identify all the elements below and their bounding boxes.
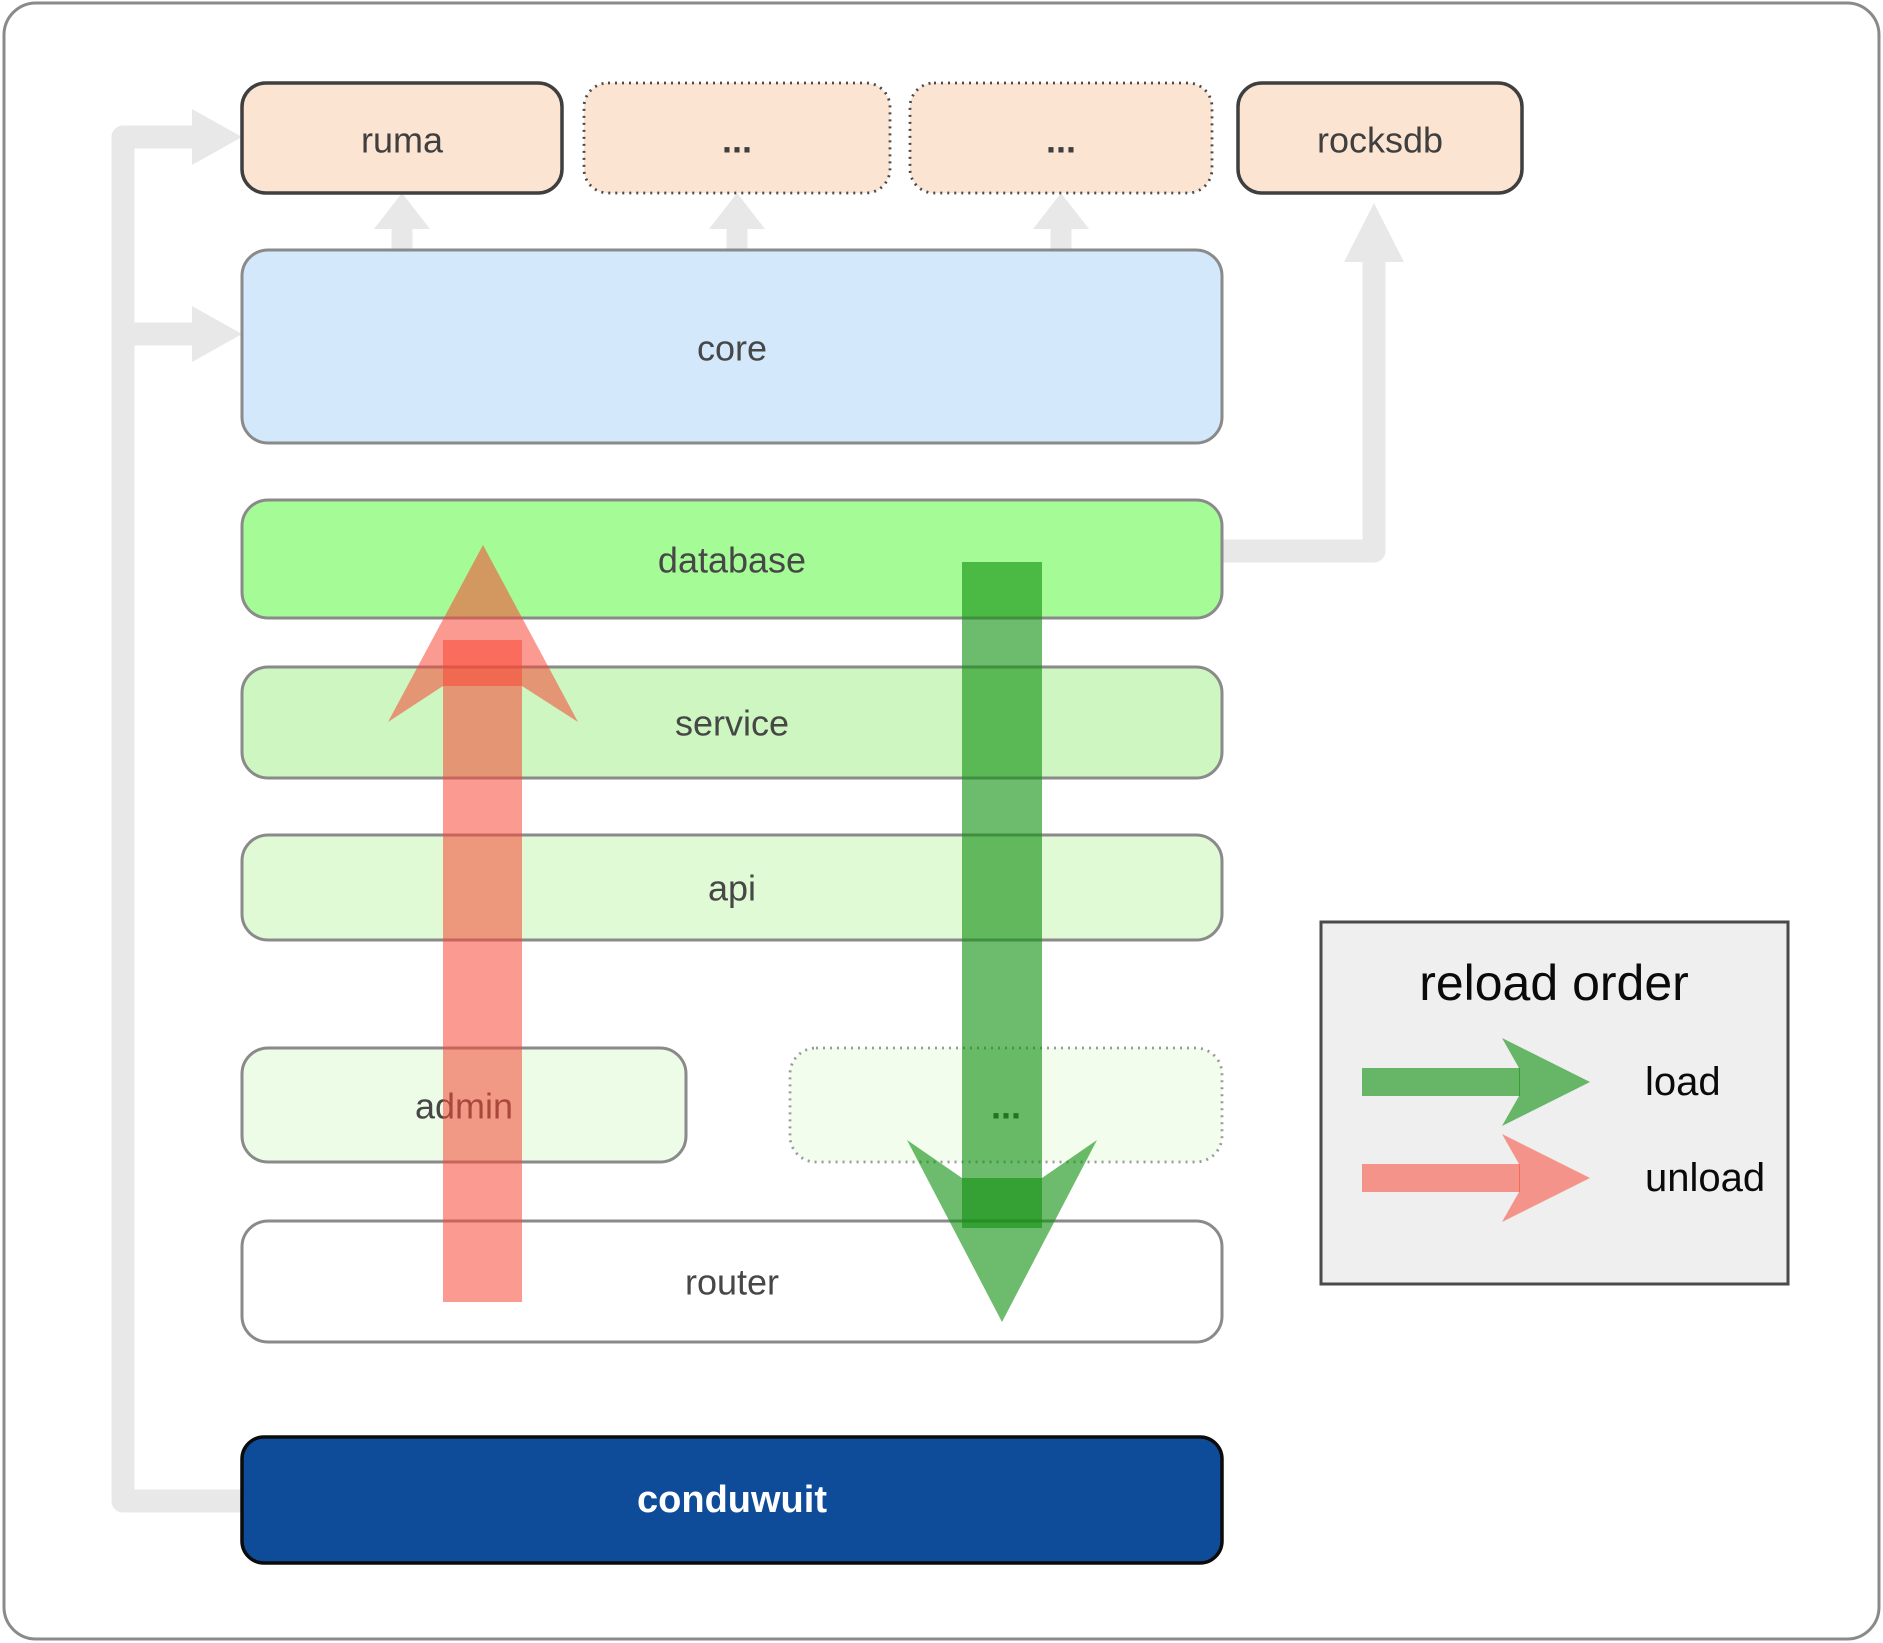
legend-unload-label: unload <box>1645 1156 1765 1200</box>
box-rocksdb <box>1236 81 1524 195</box>
unload-arrow-head-icon <box>388 545 578 722</box>
flow-arrows <box>388 545 1097 1322</box>
legend-box <box>1319 920 1790 1286</box>
legend: reload order load unload <box>1319 920 1790 1286</box>
arrowhead-into-ruma-icon <box>192 109 242 165</box>
legend-title: reload order <box>1419 955 1689 1011</box>
legend-unload-arrow-head-icon <box>1502 1134 1590 1222</box>
legend-load-label: load <box>1645 1060 1721 1104</box>
box-ellipsis-2 <box>908 81 1214 195</box>
box-core <box>240 248 1224 445</box>
label-rocksdb: rocksdb <box>1317 120 1443 161</box>
label-router: router <box>685 1262 779 1303</box>
label-database: database <box>658 540 806 581</box>
legend-load-arrow-shaft <box>1362 1068 1520 1096</box>
arrowhead-core-ellipsis-1-icon <box>709 193 765 229</box>
legend-unload-arrow-shaft <box>1362 1164 1520 1192</box>
load-arrow-shaft <box>962 562 1042 1228</box>
label-ellipsis-1: ... <box>722 120 752 161</box>
label-ellipsis-2: ... <box>1046 120 1076 161</box>
arrowhead-core-ellipsis-2-icon <box>1033 193 1089 229</box>
gray-connectors <box>111 109 1404 1513</box>
label-ruma: ruma <box>361 120 444 161</box>
box-ellipsis-1 <box>582 81 892 195</box>
box-conduwuit <box>240 1435 1224 1565</box>
connector-conduwuit-left-line <box>111 125 242 1513</box>
arrowhead-into-core-icon <box>192 306 242 362</box>
label-core: core <box>697 328 767 369</box>
label-conduwuit: conduwuit <box>637 1479 827 1521</box>
label-service: service <box>675 703 789 744</box>
unload-arrow-shaft <box>443 640 522 1302</box>
load-arrow-head-icon <box>907 1140 1097 1322</box>
label-api: api <box>708 868 756 909</box>
legend-load-arrow-head-icon <box>1502 1038 1590 1126</box>
box-ruma <box>240 81 564 195</box>
arrowhead-into-rocksdb-icon <box>1344 203 1404 262</box>
arrowhead-core-ruma-icon <box>374 193 430 229</box>
connector-database-to-rocksdb <box>1222 260 1386 563</box>
